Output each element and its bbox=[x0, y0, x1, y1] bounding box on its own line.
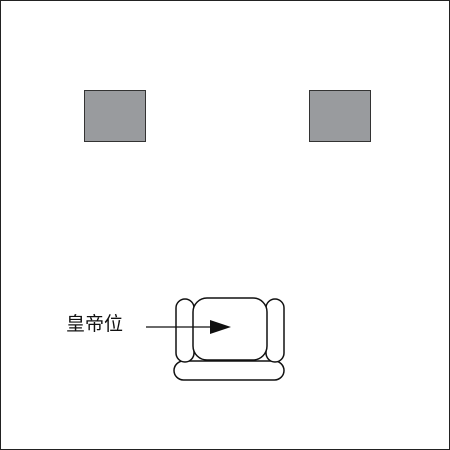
emperor-position-label: 皇帝位 bbox=[66, 313, 124, 335]
left-pillar bbox=[84, 90, 146, 142]
right-pillar bbox=[309, 90, 371, 142]
